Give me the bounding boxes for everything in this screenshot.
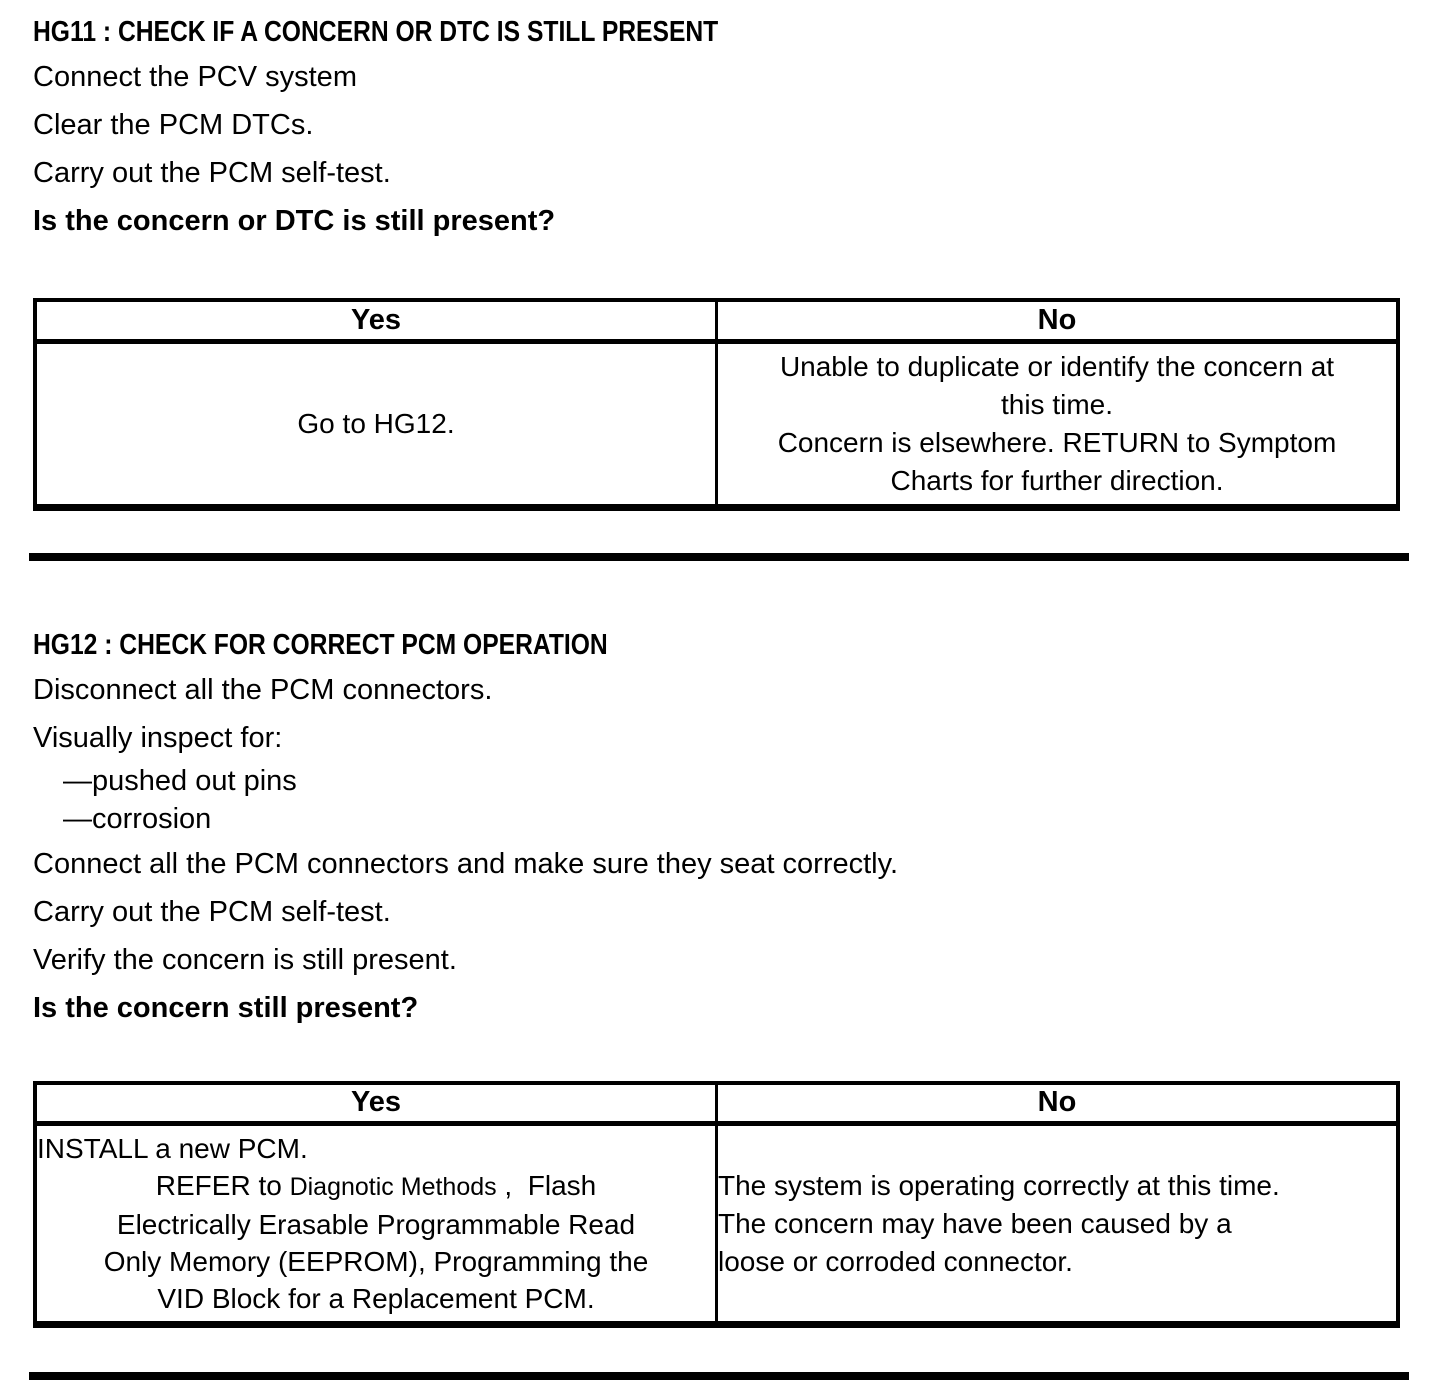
hg12-no-action-cell: The system is operating correctly at thi… bbox=[715, 1122, 1400, 1326]
hg12-step-inspect: Visually inspect for: bbox=[33, 721, 283, 754]
hg11-step-connect-pcv: Connect the PCV system bbox=[33, 61, 357, 93]
hg11-question: Is the concern or DTC is still present? bbox=[33, 205, 556, 237]
hg12-refer-prefix: REFER to bbox=[155, 1170, 290, 1201]
section-hg11: HG11 : CHECK IF A CONCERN OR DTC IS STIL… bbox=[33, 18, 1423, 511]
hg12-step-verify: Verify the concern is still present. bbox=[33, 943, 457, 976]
hg11-step-self-test: Carry out the PCM self-test. bbox=[33, 157, 391, 189]
hg12-step-self-test: Carry out the PCM self-test. bbox=[33, 895, 391, 928]
hg12-yes-action-cell: INSTALL a new PCM. REFER to Diagnotic Me… bbox=[33, 1122, 718, 1326]
hg12-refer-rest: Electrically Erasable Programmable Read … bbox=[103, 1209, 649, 1314]
hg11-yes-header-cell: Yes bbox=[33, 298, 718, 344]
section-divider-rule bbox=[29, 552, 1409, 561]
page-bottom-rule bbox=[29, 1372, 1409, 1380]
hg11-table-body-row: Go to HG12. Unable to duplicate or ident… bbox=[33, 339, 1400, 509]
hg12-refer-suffix: , Flash bbox=[496, 1170, 597, 1201]
hg12-table-header-row: Yes No bbox=[33, 1081, 1400, 1126]
hg12-refer-line: REFER to Diagnotic Methods , Flash bbox=[37, 1167, 715, 1206]
hg12-result-table: Yes No INSTALL a new PCM. REFER to Diagn… bbox=[33, 1080, 1400, 1328]
hg12-yes-header-cell: Yes bbox=[33, 1081, 718, 1126]
document-page: HG11 : CHECK IF A CONCERN OR DTC IS STIL… bbox=[29, 18, 1423, 1380]
hg11-heading: HG11 : CHECK IF A CONCERN OR DTC IS STIL… bbox=[33, 16, 719, 48]
hg12-inspect-item-corrosion: —corrosion bbox=[63, 802, 212, 835]
hg12-inspect-item-pins: —pushed out pins bbox=[63, 764, 297, 797]
hg11-result-table: Yes No Go to HG12. Unable to duplicate o… bbox=[33, 298, 1400, 511]
section-hg12: HG12 : CHECK FOR CORRECT PCM OPERATION D… bbox=[33, 628, 1423, 1328]
hg11-table-header-row: Yes No bbox=[33, 298, 1400, 344]
hg12-refer-link-text: Diagnotic Methods bbox=[289, 1173, 497, 1201]
hg11-no-header-cell: No bbox=[715, 298, 1400, 344]
hg12-no-header-cell: No bbox=[715, 1081, 1400, 1126]
hg12-table-body-row: INSTALL a new PCM. REFER to Diagnotic Me… bbox=[33, 1122, 1400, 1326]
hg11-yes-action-cell: Go to HG12. bbox=[33, 339, 718, 509]
hg12-step-connect: Connect all the PCM connectors and make … bbox=[33, 847, 899, 880]
hg12-step-disconnect: Disconnect all the PCM connectors. bbox=[33, 673, 493, 706]
hg11-step-clear-dtcs: Clear the PCM DTCs. bbox=[33, 109, 314, 141]
hg11-no-action-cell: Unable to duplicate or identify the conc… bbox=[715, 339, 1400, 509]
hg12-install-line: INSTALL a new PCM. bbox=[37, 1133, 308, 1164]
hg12-heading: HG12 : CHECK FOR CORRECT PCM OPERATION bbox=[33, 628, 608, 661]
hg12-question: Is the concern still present? bbox=[33, 991, 419, 1024]
